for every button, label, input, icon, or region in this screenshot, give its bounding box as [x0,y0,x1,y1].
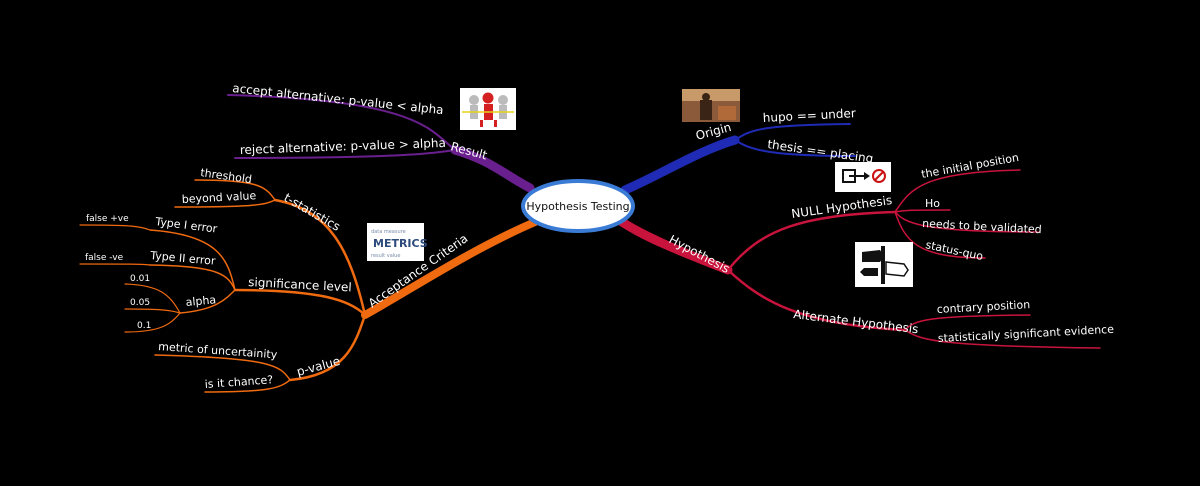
origin-item-hupo[interactable]: hupo == under [762,106,856,125]
acceptance-branch-significance [233,288,367,317]
hypothesis-branch-alt [726,268,907,332]
alpha-branch-01 [124,312,181,333]
result-branch-accept [227,94,456,151]
sig-branch-type2 [149,264,236,291]
type2-branch-falseneg [79,263,151,266]
null-branch-initial [894,169,1021,213]
null-branch-validate [894,211,1039,233]
origin-main-branch [620,135,740,195]
center-node[interactable]: Hypothesis Testing [521,179,635,233]
tstat-label[interactable]: t-statistics [282,190,343,233]
alternate-hypothesis-label[interactable]: Alternate Hypothesis [793,307,920,336]
type2-error-label[interactable]: Type II error [149,249,217,268]
null-item-validate[interactable]: needs to be validated [922,217,1042,236]
result-item-accept[interactable]: accept alternative: p-value < alpha [232,81,445,117]
significance-label[interactable]: significance level [248,275,352,294]
metrics-wordcloud-text: METRICS [373,237,428,250]
center-node-label: Hypothesis Testing [526,200,629,213]
origin-branch-thesis [734,139,856,157]
tstat-item-beyond[interactable]: beyond value [181,189,256,206]
alt-item-evidence[interactable]: statistically significant evidence [937,323,1114,345]
tstat-branch-beyond [174,199,276,208]
origin-item-thesis[interactable]: thesis == placing [767,137,875,166]
sig-branch-type1 [149,229,236,291]
alpha-label[interactable]: alpha [185,293,217,309]
origin-branch-hupo [734,123,851,141]
pvalue-item-chance[interactable]: is it chance? [204,373,273,391]
pvalue-branch-chance [204,379,291,393]
alpha-value-01[interactable]: 0.1 [137,321,151,331]
alpha-value-001[interactable]: 0.01 [130,274,150,284]
result-branch-reject [234,149,456,159]
hypothesis-branch-null [726,210,897,272]
action-prohibited-icon [835,162,891,192]
svg-text:data measure: data measure [371,229,406,235]
tstat-item-threshold[interactable]: threshold [200,166,253,186]
sig-branch-alpha [179,289,236,314]
type1-false-positive[interactable]: false +ve [86,214,129,224]
acceptance-branch-tstat [273,198,367,317]
pvalue-branch-metric [154,354,291,381]
null-item-ho[interactable]: Ho [925,197,940,210]
alt-branch-contrary [904,314,1031,331]
alt-item-contrary[interactable]: contrary position [936,298,1030,316]
alt-branch-evidence [904,329,1101,349]
null-branch-statusquo [894,211,986,259]
alpha-value-005[interactable]: 0.05 [130,298,150,308]
photo-thumbnail-icon [682,89,740,122]
acceptance-branch-pvalue [288,313,367,382]
null-item-initial[interactable]: the initial position [920,151,1020,181]
alpha-branch-001 [124,283,181,314]
type1-error-label[interactable]: Type I error [154,215,219,236]
type2-false-negative[interactable]: false -ve [85,253,124,263]
metrics-wordcloud-icon: data measure METRICS result value [367,223,428,261]
null-item-statusquo[interactable]: status-quo [924,238,984,263]
svg-text:result value: result value [371,253,400,259]
result-main-branch [450,145,535,193]
tstat-branch-threshold [194,179,276,201]
hypothesis-main-branch [617,217,733,275]
alpha-branch-005 [124,308,181,314]
type1-branch-falsepos [79,224,151,231]
signpost-icon [855,242,913,287]
people-running-icon [460,88,516,130]
acceptance-main-branch [361,218,539,319]
null-branch-ho [894,209,951,213]
